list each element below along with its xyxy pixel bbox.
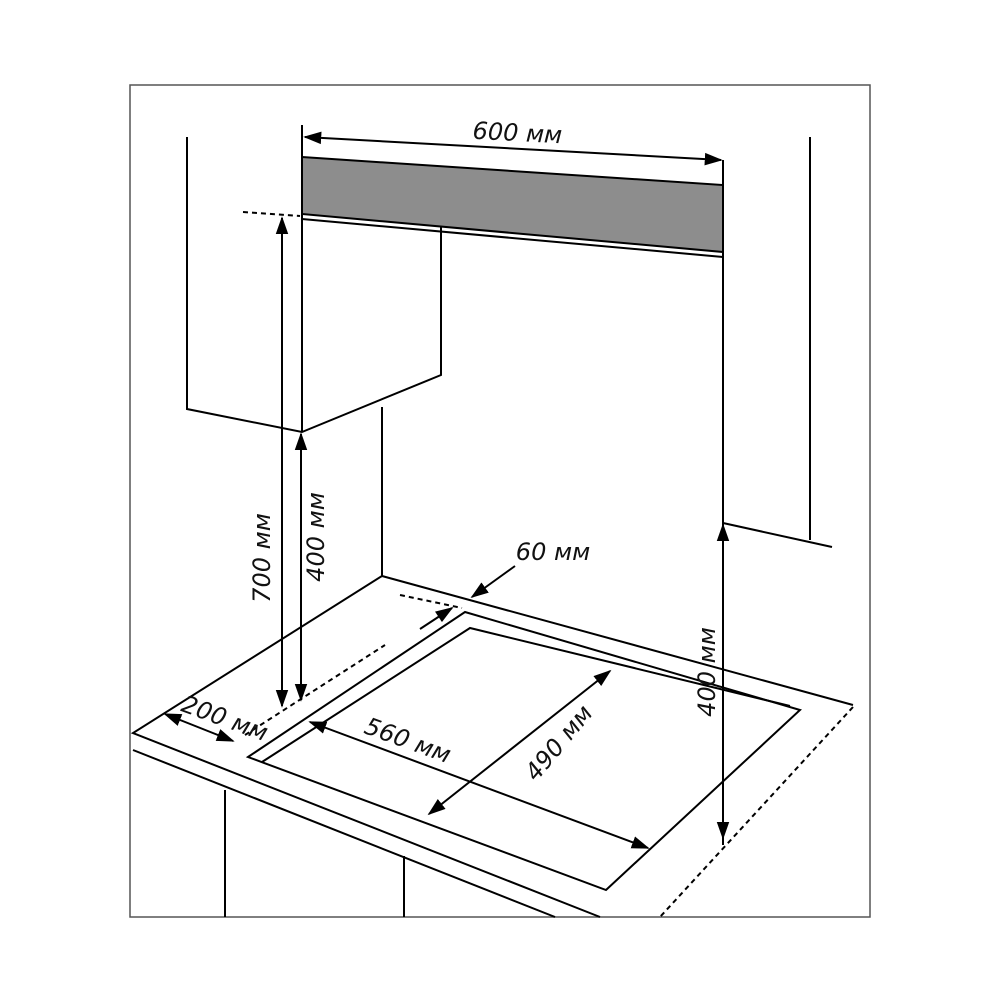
dimension-lines (163, 131, 730, 849)
label-back-clearance: 60 мм (516, 538, 590, 566)
frame (129, 84, 871, 918)
label-cabinet-height: 400 мм (302, 492, 330, 582)
label-hood-width: 600 мм (472, 117, 563, 150)
label-cutout-width: 560 мм (361, 712, 455, 769)
countertop (130, 574, 854, 918)
label-hood-height: 700 мм (248, 513, 276, 603)
right-wall-cabinet (722, 137, 833, 845)
label-right-clearance: 400 мм (693, 627, 721, 717)
range-hood (301, 155, 724, 258)
